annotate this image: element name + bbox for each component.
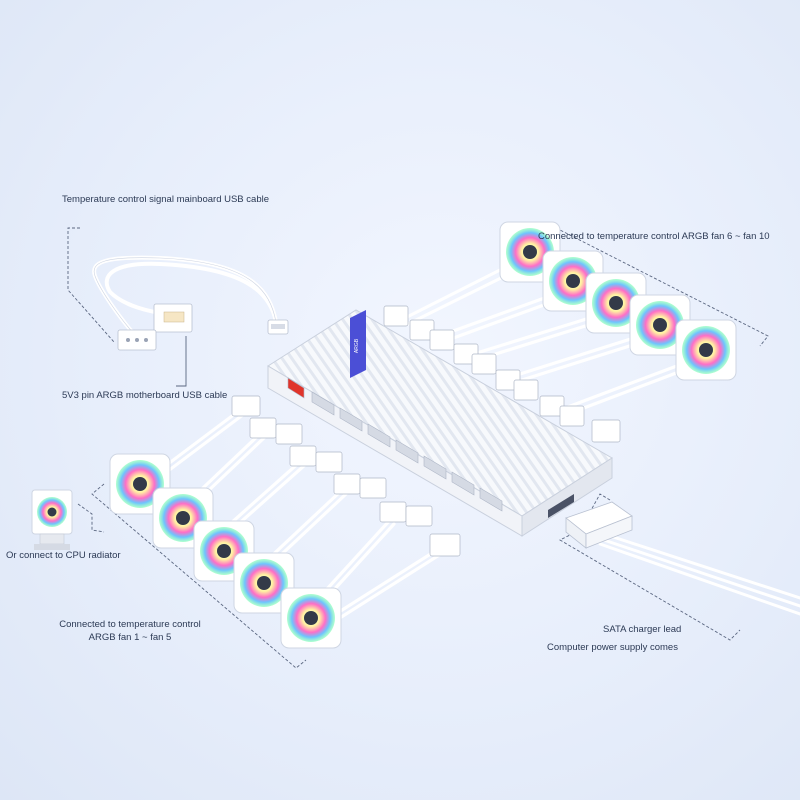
usb-cable-assembly [92, 255, 289, 351]
connector-plugs [231, 305, 621, 557]
label-fans-1-5-line2: ARGB fan 1 ~ fan 5 [88, 631, 172, 643]
fans-group-1-5 [109, 453, 342, 649]
label-power-supply: Computer power supply comes [547, 642, 678, 653]
argb-fan-icon [280, 587, 342, 649]
label-fans-1-5-line1: Connected to temperature control [59, 619, 201, 630]
svg-text:ARGB: ARGB [354, 338, 360, 353]
label-fans-6-10: Connected to temperature control ARGB fa… [538, 231, 770, 242]
argb-fan-icon [629, 294, 691, 356]
argb-3pin-connector-male [117, 329, 157, 351]
label-cpu-radiator: Or connect to CPU radiator [6, 550, 121, 561]
sata-port [548, 494, 574, 518]
argb-fan-icon [233, 552, 295, 614]
label-argb-5v3: 5V3 pin ARGB motherboard USB cable [62, 390, 228, 401]
sata-power-cable [565, 501, 800, 616]
usb-plug-connector [267, 319, 289, 335]
label-sata-lead: SATA charger lead [603, 624, 682, 635]
argb-fan-icon [675, 319, 737, 381]
argb-hub: ARGB [267, 309, 613, 537]
cpu-radiator-icon [31, 489, 73, 550]
argb-3pin-connector-female [153, 303, 193, 333]
argb-fan-icon [109, 453, 171, 515]
label-fans-1-5: Connected to temperature control ARGB fa… [40, 619, 220, 645]
label-usb-cable: Temperature control signal mainboard USB… [62, 194, 269, 205]
hub-brand-badge: ARGB [350, 310, 366, 378]
hub-front-ports [287, 377, 503, 512]
power-port-red [287, 377, 305, 399]
fans-group-6-10 [499, 221, 737, 381]
cables-fans-6-10 [403, 268, 686, 416]
